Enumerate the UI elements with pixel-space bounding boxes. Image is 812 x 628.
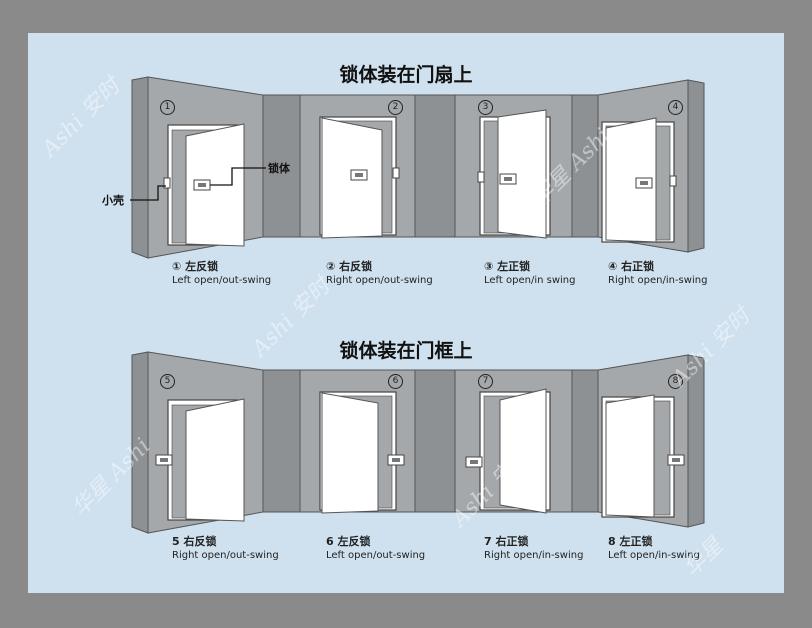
callout-lock-body: 锁体	[268, 162, 290, 175]
strike-case-1	[163, 177, 171, 189]
panel-caption-1: ① 左反锁 Left open/out-swing	[172, 258, 271, 286]
section-title-lock-on-door-frame: 锁体装在门框上	[339, 340, 473, 362]
lock-body-4-core	[640, 181, 648, 185]
panel-caption-4: ④ 右正锁 Right open/in-swing	[608, 258, 707, 286]
wall-end-right	[687, 354, 705, 528]
caption-en: Left open/in-swing	[608, 550, 700, 561]
panel-caption-3: ③ 左正锁 Left open/in swing	[484, 258, 575, 286]
strike-case-2	[392, 167, 400, 179]
panel-number-3: 3	[478, 100, 493, 115]
lock-body-3-core	[504, 177, 512, 181]
caption-zh: 5 右反锁	[172, 535, 217, 548]
panel-number-8: 8	[668, 374, 683, 389]
caption-zh: 6 左反锁	[326, 535, 371, 548]
lock-body-2-core	[355, 173, 363, 177]
panel-caption-6: 6 左反锁 Left open/out-swing	[326, 533, 425, 561]
caption-en: Left open/in swing	[484, 275, 576, 286]
caption-zh: ② 右反锁	[326, 260, 373, 273]
door-leaf-3	[497, 109, 547, 239]
callout-line-lock	[210, 167, 266, 186]
lock-body-7-core	[470, 460, 478, 464]
caption-en: Right open/out-swing	[172, 550, 279, 561]
wall-end-left	[131, 76, 149, 259]
panel-number-1: 1	[160, 100, 175, 115]
caption-en: Right open/in-swing	[608, 275, 708, 286]
panel-caption-5: 5 右反锁 Right open/out-swing	[172, 533, 279, 561]
caption-zh: 7 右正锁	[484, 535, 529, 548]
panel-caption-8: 8 左正锁 Left open/in-swing	[608, 533, 700, 561]
callout-small-case: 小壳	[102, 194, 124, 207]
door-leaf-4	[605, 117, 657, 243]
caption-en: Right open/out-swing	[326, 275, 433, 286]
wall-pillar	[414, 94, 456, 238]
caption-zh: ③ 左正锁	[484, 260, 531, 273]
caption-zh: ① 左反锁	[172, 260, 219, 273]
door-leaf-8	[605, 394, 655, 518]
panel-caption-7: 7 右正锁 Right open/in-swing	[484, 533, 583, 561]
wall-corner	[571, 369, 599, 513]
wall-corner	[571, 94, 599, 238]
lock-body-8-core	[672, 458, 680, 462]
door-leaf-6	[321, 392, 379, 514]
panel-number-6: 6	[388, 374, 403, 389]
lock-body-5-core	[160, 458, 168, 462]
callout-line-case	[130, 185, 166, 201]
panel-number-4: 4	[668, 100, 683, 115]
panel-caption-2: ② 右反锁 Right open/out-swing	[326, 258, 433, 286]
panel-number-5: 5	[160, 374, 175, 389]
caption-zh: ④ 右正锁	[608, 260, 655, 273]
caption-en: Right open/in-swing	[484, 550, 584, 561]
door-leaf-5	[185, 398, 245, 522]
caption-zh: 8 左正锁	[608, 535, 653, 548]
wall-end-right	[687, 79, 705, 253]
wall-pillar	[414, 369, 456, 513]
lock-body-6-core	[392, 458, 400, 462]
door-leaf-7	[499, 388, 547, 514]
wall-corner	[262, 369, 301, 513]
strike-case-4	[669, 175, 677, 187]
caption-en: Left open/out-swing	[326, 550, 426, 561]
panel-number-2: 2	[388, 100, 403, 115]
panel-number-7: 7	[478, 374, 493, 389]
lock-body-1-core	[198, 183, 206, 187]
wall-end-left	[131, 351, 149, 534]
section-title-lock-on-door-leaf: 锁体装在门扇上	[339, 64, 473, 86]
caption-en: Left open/out-swing	[172, 275, 272, 286]
strike-case-3	[477, 171, 485, 183]
